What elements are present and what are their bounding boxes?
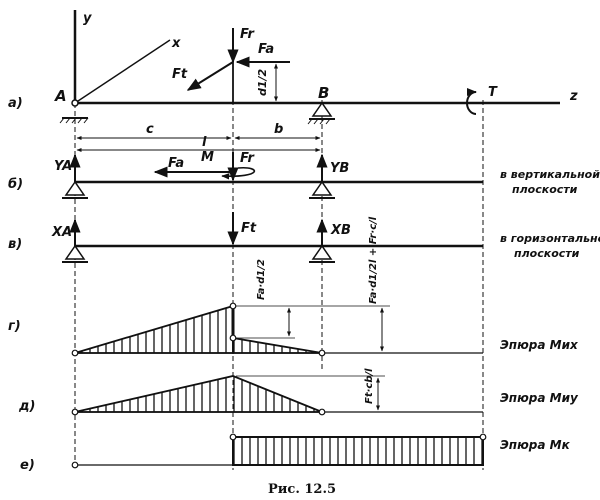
support-a: [59, 99, 89, 124]
axis-z-label: z: [569, 89, 578, 104]
point-b-label: B: [318, 84, 329, 102]
axis-y-label: y: [83, 11, 92, 26]
value-g-jump: Fa·d1/2: [256, 259, 267, 300]
diagram-mk: [232, 436, 484, 466]
diagram-mk-name: Эпюра Mк: [500, 438, 571, 452]
value-d-max: Ft·cb/l: [364, 368, 375, 404]
force-ft-arrow: [186, 61, 234, 91]
force-fr-label: Fr: [240, 27, 255, 42]
row-a-scheme: а) y x z A B: [8, 10, 578, 125]
dim-b: b: [274, 122, 283, 137]
row-label-g: г): [8, 319, 21, 334]
row-d-moment-y: д) Ft·cb/l Эпюра Mиy: [18, 368, 579, 416]
diagram-my: [74, 375, 323, 413]
support-a-v: [62, 244, 88, 263]
row-v-horizontal: в) XA XB Ft в горизонтальной плоскости: [8, 212, 600, 263]
row-label-e: е): [20, 458, 35, 473]
plane-vertical-line2: плоскости: [512, 183, 578, 196]
support-a-b: [62, 180, 88, 199]
reaction-ya-label: YA: [54, 159, 72, 174]
moment-m-icon: [221, 167, 256, 180]
row-label-a: а): [8, 96, 23, 111]
reaction-yb-label: YB: [330, 161, 349, 176]
force-fr-label-b: Fr: [240, 151, 255, 166]
row-e-torque: е) Эпюра Mк: [20, 433, 571, 473]
force-fa-label: Fa: [258, 42, 274, 57]
alignment-lines: [74, 95, 484, 470]
plane-horizontal-line2: плоскости: [514, 247, 580, 260]
point-a-label: A: [54, 87, 67, 105]
support-b-v: [309, 244, 335, 263]
torque-t-icon: [466, 88, 477, 115]
support-b: [307, 101, 335, 125]
force-fa-label-b: Fa: [168, 156, 184, 171]
reaction-xa-label: XA: [51, 225, 72, 240]
diagram-mx-left: [74, 304, 234, 354]
row-g-moment-x: г) Fa·d1/2 Fa·d1/2l + Fr·c/l Эпюра Mиx: [8, 216, 579, 357]
reaction-xb-label: XB: [330, 223, 351, 238]
dim-c: c: [146, 122, 154, 137]
moment-m-label: M: [201, 150, 214, 165]
dim-l: l: [202, 135, 207, 150]
plane-vertical-line1: в вертикальной: [500, 168, 600, 181]
row-label-d: д): [18, 399, 35, 414]
dimension-lines: c b l: [76, 122, 321, 152]
plane-horizontal-line1: в горизонтальной: [500, 232, 600, 245]
support-b-b: [309, 180, 335, 199]
row-label-b: б): [8, 177, 23, 192]
figure-caption: Рис. 12.5: [268, 482, 336, 497]
force-ft-label-v: Ft: [241, 221, 257, 236]
diagram-mx-name: Эпюра Mиx: [500, 338, 579, 352]
row-label-v: в): [8, 237, 22, 252]
diagram-my-name: Эпюра Mиy: [500, 391, 579, 405]
dim-d1-half: d1/2: [256, 68, 269, 96]
torque-t-label: T: [488, 85, 498, 100]
diagram-mx-right: [232, 336, 323, 354]
axis-x-label: x: [171, 36, 181, 51]
value-g-max: Fa·d1/2l + Fr·c/l: [368, 216, 379, 304]
row-b-vertical: б) YA YB Fr Fa M в вертикальной плоскост…: [8, 150, 600, 199]
force-ft-label: Ft: [172, 67, 188, 82]
